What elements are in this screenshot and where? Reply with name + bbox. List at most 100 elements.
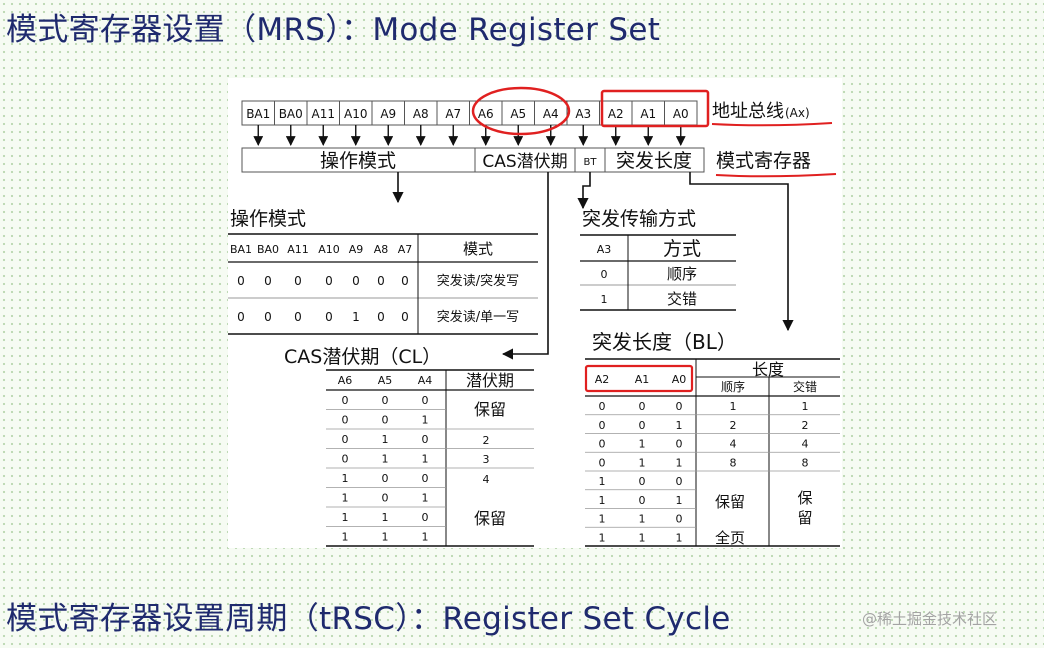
cas-cell: 1 [342,531,349,544]
address-bit-label: A9 [380,107,396,121]
burst-length-cell: 1 [599,475,606,488]
cas-header: A6 [338,374,353,387]
burst-length-cell: 1 [676,494,683,507]
burst-length-cell: 1 [639,438,646,451]
op-mode-cell: 0 [264,274,272,288]
burst-length-cell: 8 [802,456,809,469]
cas-value: 4 [483,473,490,486]
register-field-op-mode [241,147,476,173]
burst-length-cell: 0 [676,438,683,451]
address-bit-label: BA0 [279,107,303,121]
cas-cell: 1 [422,492,429,505]
cas-cell: 0 [422,511,429,524]
op-mode-header: 模式 [463,240,493,258]
register-field-label: BT [584,157,598,168]
address-bit-label: A7 [445,107,461,121]
address-bus-underline [711,122,833,127]
register-field-label: 突发长度 [616,150,692,172]
burst-length-header: A1 [635,373,650,386]
op-mode-cell: 0 [325,310,333,324]
cas-cell: 0 [422,433,429,446]
op-mode-cell: 0 [264,310,272,324]
burst-length-cell: 1 [599,531,606,544]
address-bit-label: BA1 [246,107,270,121]
burst-length-header: A2 [595,373,610,386]
burst-length-reserved: 保 [797,489,812,507]
op-mode-cell: 0 [352,274,360,288]
cas-cell: 1 [422,453,429,466]
op-mode-cell: 0 [237,274,245,288]
op-mode-cell: 0 [325,274,333,288]
op-mode-cell: 0 [237,310,245,324]
address-bit-label: A10 [344,107,367,121]
cas-latency-title: CAS潜伏期（CL） [284,346,441,368]
burst-length-cell: 0 [599,456,606,469]
op-mode-header: BA0 [257,243,279,256]
burst-length-cell: 1 [802,400,809,413]
cas-cell: 0 [342,453,349,466]
op-mode-cell: 0 [377,274,385,288]
burst-type-cell: 顺序 [667,265,697,283]
cas-header: 潜伏期 [466,371,514,390]
burst-length-cell: 1 [676,456,683,469]
op-mode-title: 操作模式 [230,208,306,230]
mode-register: 操作模式 CAS潜伏期 BT 突发长度 [241,147,705,173]
register-field-label: CAS潜伏期 [482,152,567,172]
cas-cell: 0 [342,394,349,407]
cas-reserved: 保留 [474,509,506,528]
register-field-bl [604,147,705,173]
cas-cell: 1 [422,531,429,544]
address-bit-cell [436,100,470,126]
watermark: @稀土掘金技术社区 [862,610,998,628]
bl-arrow [689,172,794,332]
address-bus-label-suffix: (Ax) [785,106,810,120]
op-mode-cell: 0 [401,274,409,288]
burst-type-title: 突发传输方式 [582,208,696,230]
burst-type-cell: 0 [601,268,608,281]
burst-length-cell: 2 [802,419,809,432]
op-mode-header: A7 [398,243,413,256]
cas-cell: 1 [382,511,389,524]
burst-length-full-page: 全页 [715,529,745,547]
op-mode-cell: 0 [294,310,302,324]
cas-header: A4 [418,374,433,387]
burst-type-header: 方式 [663,238,701,260]
address-bus-label: 地址总线 [712,101,784,122]
connectors [392,172,794,360]
burst-length-cell: 0 [639,419,646,432]
burst-length-cell: 1 [639,531,646,544]
address-bit-label: A3 [575,107,591,121]
burst-type-cell: 1 [601,293,608,306]
burst-length-cell: 2 [730,419,737,432]
cas-cell: 1 [342,472,349,485]
burst-length-header: A0 [672,373,687,386]
burst-length-cell: 1 [730,400,737,413]
burst-length-cell: 4 [802,438,809,451]
address-bit-cell [274,100,308,126]
cas-cell: 1 [382,531,389,544]
burst-length-cell: 0 [676,475,683,488]
register-field-label: 操作模式 [320,150,396,172]
burst-length-cell: 1 [599,494,606,507]
burst-length-cell: 0 [676,400,683,413]
burst-length-cell: 0 [639,400,646,413]
burst-length-title: 突发长度（BL） [592,330,737,354]
burst-length-cell: 0 [639,494,646,507]
burst-length-cell: 0 [676,513,683,526]
bt-arrow [577,172,591,210]
cas-cell: 1 [342,492,349,505]
burst-length-cell: 8 [730,456,737,469]
op-mode-table: BA1 BA0 A11 A10 A9 A8 A7 模式 0 0 0 0 0 0 … [228,233,538,335]
burst-length-cell: 1 [676,531,683,544]
cas-cell: 1 [382,453,389,466]
cas-cell: 0 [382,414,389,427]
cas-arrow [501,172,549,360]
cas-cell: 0 [422,394,429,407]
cas-value: 2 [483,434,490,447]
bl-bits-highlight [600,89,710,128]
address-bit-label: A6 [478,107,494,121]
